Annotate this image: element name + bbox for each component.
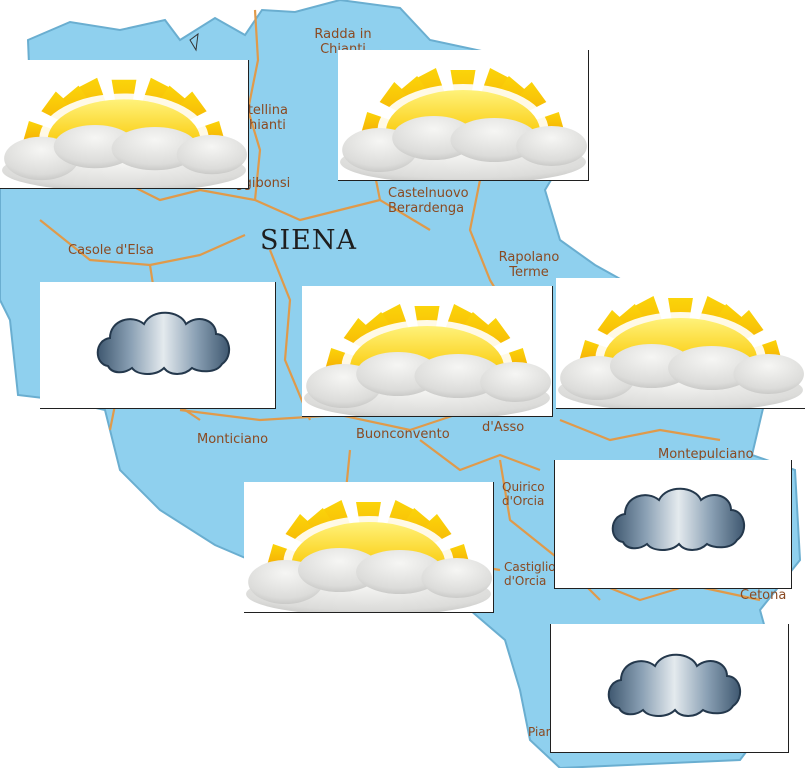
forecast-panel-2 [338, 50, 589, 181]
sun-behind-cloud-icon [340, 68, 587, 180]
town-label-quirico: Quirico d'Orcia [502, 480, 545, 508]
town-label-buonconvento: Buonconvento [356, 427, 450, 442]
sun-behind-cloud-icon [558, 296, 804, 408]
cloud-icon [96, 311, 231, 375]
town-label-castelnuovo: Castelnuovo Berardenga [388, 186, 469, 216]
town-label-rapolano: Rapolano Terme [498, 250, 560, 280]
city-label-siena: SIENA [260, 225, 357, 256]
sun-behind-cloud-icon [304, 304, 551, 416]
forecast-panel-7 [554, 460, 792, 589]
town-label-casole: Casole d'Elsa [68, 243, 154, 258]
forecast-panel-1 [0, 60, 249, 189]
forecast-panel-8 [550, 624, 789, 753]
forecast-panel-5 [556, 278, 805, 409]
town-label-monticiano: Monticiano [197, 432, 269, 447]
forecast-panel-3 [40, 282, 276, 409]
town-label-piancastagnaio: Piancastagnaio [528, 725, 550, 739]
sun-behind-cloud-icon [246, 500, 492, 612]
forecast-panel-4 [302, 286, 553, 417]
town-label-montepulciano: Montepulciano [658, 447, 754, 462]
cloud-icon [607, 653, 742, 717]
sun-behind-cloud-icon [2, 77, 247, 188]
cloud-icon [611, 487, 746, 551]
town-label-castiglione: Castiglione d'Orcia [504, 560, 556, 588]
town-label-radda: Radda in Chianti [314, 27, 372, 57]
town-label-asso: d'Asso [482, 420, 525, 435]
town-label-cetona: Cetona [740, 588, 787, 603]
forecast-panel-6 [244, 482, 494, 613]
